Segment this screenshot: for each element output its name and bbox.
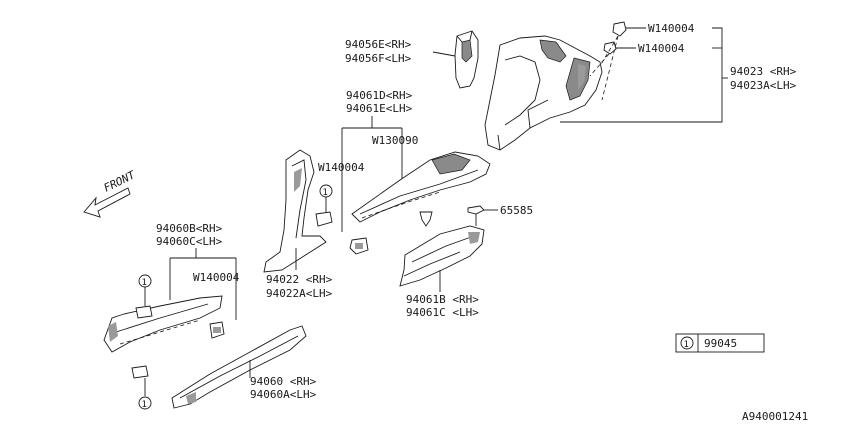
label-w140004-mid: W140004 (318, 161, 365, 174)
clip-w140004-low (209, 321, 225, 339)
callout-1-lower: 1 (131, 365, 152, 410)
label-w140004-low: W140004 (193, 271, 240, 284)
clip-w130090 (419, 211, 433, 227)
label-w130090: W130090 (372, 134, 418, 147)
label-65585: 65585 (500, 204, 533, 217)
part-94061-de-scuff (351, 151, 491, 223)
label-94056: 94056E<RH> 94056F<LH> (345, 38, 412, 65)
svg-text:94060 <RH>: 94060 <RH> (250, 375, 317, 388)
legend-ref: 1 (684, 340, 689, 350)
label-94060-bc: 94060B<RH> 94060C<LH> (156, 222, 223, 248)
part-94056-trim (454, 30, 479, 89)
part-94022-pillar (263, 149, 327, 273)
part-94060-bc-sill (103, 295, 223, 353)
svg-text:94060B<RH>: 94060B<RH> (156, 222, 223, 235)
svg-text:94056E<RH>: 94056E<RH> (345, 38, 412, 51)
svg-text:94061D<RH>: 94061D<RH> (346, 89, 413, 102)
svg-text:94060C<LH>: 94060C<LH> (156, 235, 223, 248)
part-94060-sill-cover (171, 325, 307, 409)
clip-w140004-mid (349, 237, 369, 255)
svg-text:94023 <RH>: 94023 <RH> (730, 65, 797, 78)
svg-text:94061E<LH>: 94061E<LH> (346, 102, 413, 115)
legend-part: 99045 (704, 337, 737, 350)
label-w140004-top1: W140004 (648, 22, 695, 35)
front-arrow-icon: FRONT (83, 168, 139, 218)
label-94022: 94022 <RH> 94022A<LH> (266, 273, 333, 300)
svg-text:94022A<LH>: 94022A<LH> (266, 287, 333, 300)
svg-text:94056F<LH>: 94056F<LH> (345, 52, 412, 65)
clip-w140004-top (589, 21, 627, 101)
svg-text:94022 <RH>: 94022 <RH> (266, 273, 333, 286)
svg-text:1: 1 (142, 278, 147, 288)
front-label: FRONT (102, 168, 139, 195)
diagram-id: A940001241 (742, 410, 808, 423)
part-94061-bc-panel (399, 225, 485, 287)
label-94023: 94023 <RH> 94023A<LH> (730, 65, 797, 92)
clip-65585 (467, 205, 485, 226)
leaders-94023 (560, 27, 728, 123)
svg-text:1: 1 (323, 188, 328, 198)
leader-94056 (432, 51, 456, 57)
callout-1-pillar: 1 (315, 184, 333, 227)
svg-text:94061C <LH>: 94061C <LH> (406, 306, 479, 319)
callout-1-upper: 1 (135, 274, 153, 319)
label-94061-de: 94061D<RH> 94061E<LH> (346, 89, 413, 115)
label-94060: 94060 <RH> 94060A<LH> (250, 375, 317, 401)
svg-text:94060A<LH>: 94060A<LH> (250, 388, 317, 401)
part-94023-quarter-trim (484, 35, 603, 151)
svg-text:94061B <RH>: 94061B <RH> (406, 293, 479, 306)
label-94061-bc: 94061B <RH> 94061C <LH> (406, 293, 479, 319)
svg-text:1: 1 (142, 400, 147, 410)
legend-box: 1 99045 (675, 333, 765, 353)
label-w140004-top2: W140004 (638, 42, 685, 55)
svg-text:94023A<LH>: 94023A<LH> (730, 79, 797, 92)
